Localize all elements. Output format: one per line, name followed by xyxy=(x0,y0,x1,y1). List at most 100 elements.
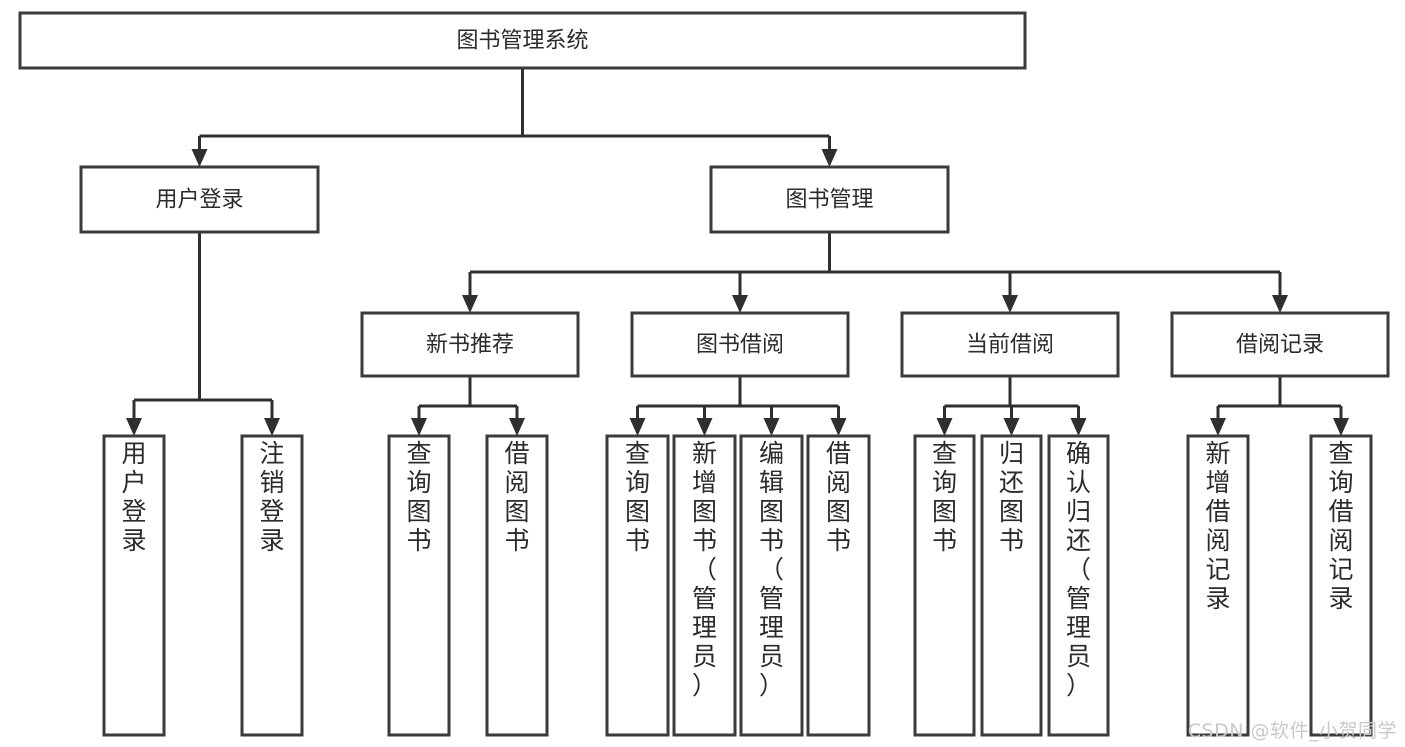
leaf-confirm-return-label-char: ） xyxy=(1066,671,1091,700)
arrow-head xyxy=(1003,418,1020,436)
csdn-watermark: CSDN @软件_小贺同学 xyxy=(1187,720,1397,742)
node-book-manage[interactable]: 图书管理 xyxy=(709,165,950,234)
leaf-query-borrow-record-label-char: 阅 xyxy=(1328,526,1353,555)
leaf-logout-login-label-char: 登 xyxy=(259,497,284,526)
root-node-book-management-system[interactable]: 图书管理系统 xyxy=(18,11,1027,70)
root-node-book-management-system-box[interactable] xyxy=(18,11,1027,70)
node-user-login-label: 用户登录 xyxy=(155,188,243,213)
leaf-borrow-book-2-box[interactable] xyxy=(806,434,871,737)
leaf-borrow-book-2-label-char: 图 xyxy=(826,497,851,526)
leaf-add-book-admin-box[interactable] xyxy=(672,434,737,737)
leaf-query-book-3-box[interactable] xyxy=(913,434,976,737)
leaf-user-login-label-char: 录 xyxy=(121,526,146,555)
leaf-add-book-admin-label-char: ） xyxy=(692,671,717,700)
leaf-logout-login-label-char: 销 xyxy=(259,468,284,497)
leaf-confirm-return-label-char: 理 xyxy=(1066,613,1091,642)
leaf-borrow-book-1-box[interactable] xyxy=(485,434,549,737)
arrow-head xyxy=(462,295,478,313)
node-current-borrow-box[interactable] xyxy=(900,311,1120,378)
leaf-query-book-3-label-char: 询 xyxy=(932,468,957,497)
arrow-head xyxy=(1333,418,1349,436)
leaf-borrow-book-2-label-char: 书 xyxy=(826,526,851,555)
leaf-borrow-book-1-label-char: 阅 xyxy=(504,468,529,497)
leaf-borrow-book-1-label-char: 书 xyxy=(504,526,529,555)
node-book-borrow-label: 图书借阅 xyxy=(696,333,784,358)
leaf-query-borrow-record-label-char: 录 xyxy=(1328,584,1353,613)
node-new-book-recommend-box[interactable] xyxy=(360,311,580,378)
leaf-logout-login-label-char: 注 xyxy=(259,439,284,468)
leaf-query-borrow-record-label-char: 借 xyxy=(1328,497,1353,526)
leaf-confirm-return-label-char: 归 xyxy=(1066,497,1091,526)
leaf-add-book-admin-label-char: 管 xyxy=(692,584,717,613)
leaf-logout-login-box[interactable] xyxy=(240,434,304,737)
node-current-borrow-label: 当前借阅 xyxy=(966,333,1054,358)
leaf-add-book-admin-label-char: 图 xyxy=(692,497,717,526)
leaf-edit-book-admin-label-char: 管 xyxy=(759,584,784,613)
leaf-confirm-return-label-char: 管 xyxy=(1066,584,1091,613)
node-current-borrow[interactable]: 当前借阅 xyxy=(900,311,1120,378)
node-book-borrow[interactable]: 图书借阅 xyxy=(630,311,850,378)
leaf-return-book-box[interactable] xyxy=(980,434,1043,737)
leaf-logout-login-label-char: 录 xyxy=(259,526,284,555)
arrow-head xyxy=(830,418,847,436)
leaf-add-borrow-record-box[interactable] xyxy=(1186,434,1250,737)
leaf-borrow-book-2-label-char: 阅 xyxy=(826,468,851,497)
arrow-head xyxy=(763,418,780,436)
leaf-query-book-2-label-char: 查 xyxy=(625,439,650,468)
leaf-query-book-2-box[interactable] xyxy=(605,434,670,737)
leaf-query-book-2-label-char: 书 xyxy=(625,526,650,555)
leaf-add-borrow-record-label-char: 借 xyxy=(1205,497,1230,526)
node-borrow-record-box[interactable] xyxy=(1170,311,1390,378)
leaf-borrow-book-1-label-char: 图 xyxy=(504,497,529,526)
arrow-head xyxy=(411,418,427,436)
arrow-head xyxy=(1272,295,1288,313)
leaf-add-borrow-record-label-char: 记 xyxy=(1205,555,1230,584)
leaf-return-book-label-char: 图 xyxy=(999,497,1024,526)
leaf-user-login-box[interactable] xyxy=(102,434,166,737)
node-book-manage-box[interactable] xyxy=(709,165,950,234)
leaf-edit-book-admin-label-char: ） xyxy=(759,671,784,700)
node-book-borrow-box[interactable] xyxy=(630,311,850,378)
leaf-user-login-label-char: 用 xyxy=(121,439,146,468)
root-node-book-management-system-label: 图书管理系统 xyxy=(456,29,588,54)
leaf-query-book-2-label-char: 图 xyxy=(625,497,650,526)
leaf-query-borrow-record-label-char: 记 xyxy=(1328,555,1353,584)
leaf-edit-book-admin-label-char: 图 xyxy=(759,497,784,526)
leaf-edit-book-admin-label-char: 书 xyxy=(759,526,784,555)
node-user-login-box[interactable] xyxy=(79,165,320,234)
arrow-head xyxy=(509,418,525,436)
leaf-confirm-return-box[interactable] xyxy=(1047,434,1110,737)
leaf-borrow-book-2-label-char: 借 xyxy=(826,439,851,468)
leaf-return-book-label-char: 归 xyxy=(999,439,1024,468)
node-borrow-record[interactable]: 借阅记录 xyxy=(1170,311,1390,378)
leaf-query-borrow-record-box[interactable] xyxy=(1309,434,1373,737)
leaf-query-book-1-box[interactable] xyxy=(387,434,451,737)
arrow-head xyxy=(936,418,953,436)
leaf-user-login[interactable]: 用户登录 xyxy=(102,434,166,737)
node-new-book-recommend-label: 新书推荐 xyxy=(426,333,514,358)
arrow-head xyxy=(1070,418,1087,436)
node-new-book-recommend[interactable]: 新书推荐 xyxy=(360,311,580,378)
arrow-head xyxy=(1002,295,1018,313)
leaf-edit-book-admin-label-char: （ xyxy=(759,555,784,584)
node-user-login[interactable]: 用户登录 xyxy=(79,165,320,234)
leaf-query-borrow-record-label-char: 查 xyxy=(1328,439,1353,468)
leaf-add-book-admin-label-char: 理 xyxy=(692,613,717,642)
leaf-edit-book-admin-box[interactable] xyxy=(739,434,804,737)
leaf-add-book-admin-label-char: 增 xyxy=(692,468,717,497)
leaf-edit-book-admin-label-char: 辑 xyxy=(759,468,784,497)
